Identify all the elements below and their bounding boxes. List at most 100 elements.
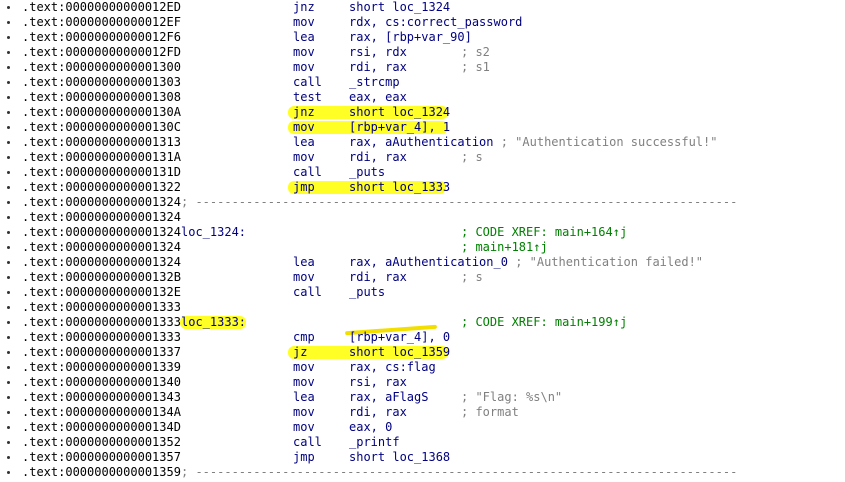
address[interactable]: .text:000000000000130A <box>22 105 181 119</box>
operand[interactable]: _strcmp <box>349 75 400 89</box>
address[interactable]: .text:00000000000012EF <box>22 15 181 29</box>
address[interactable]: .text:000000000000131D <box>22 165 181 179</box>
line-marker-icon <box>7 456 10 459</box>
operand[interactable]: rdi, rax <box>349 60 407 74</box>
label[interactable]: loc_1324: <box>181 225 247 239</box>
address[interactable]: .text:0000000000001339 <box>22 360 181 374</box>
mnemonic: mov <box>293 420 315 434</box>
address[interactable]: .text:0000000000001308 <box>22 90 181 104</box>
address[interactable]: .text:0000000000001324 <box>22 255 181 269</box>
operand[interactable]: rdx, cs:correct_password <box>349 15 523 29</box>
listing-line[interactable]: .text:0000000000001359; ----------------… <box>0 465 845 480</box>
address[interactable]: .text:0000000000001324 <box>22 225 181 239</box>
listing-line[interactable]: .text:0000000000001333 <box>0 300 845 315</box>
line-marker-icon <box>7 351 10 354</box>
mnemonic: call <box>293 435 322 449</box>
address[interactable]: .text:0000000000001324 <box>22 195 181 209</box>
operand[interactable]: short loc_1359 <box>349 345 451 359</box>
listing-line[interactable]: .text:0000000000001313 lea rax, aAuthentic… <box>0 135 845 150</box>
operand[interactable]: short loc_1324 <box>349 0 451 14</box>
address[interactable]: .text:00000000000012ED <box>22 0 181 14</box>
operand[interactable]: rax, cs:flag <box>349 360 436 374</box>
address[interactable]: .text:0000000000001333 <box>22 300 181 314</box>
operand[interactable]: rdi, rax <box>349 150 407 164</box>
address[interactable]: .text:000000000000134A <box>22 405 181 419</box>
address[interactable]: .text:0000000000001337 <box>22 345 181 359</box>
listing-line[interactable]: .text:0000000000001324 <box>0 210 845 225</box>
operand[interactable]: rax, aFlagS <box>349 390 429 404</box>
address[interactable]: .text:0000000000001343 <box>22 390 181 404</box>
address[interactable]: .text:000000000000132E <box>22 285 181 299</box>
operand[interactable]: [rbp+var_4], 0 <box>349 330 451 344</box>
address[interactable]: .text:0000000000001340 <box>22 375 181 389</box>
address[interactable]: .text:0000000000001303 <box>22 75 181 89</box>
address[interactable]: .text:0000000000001324 <box>22 210 181 224</box>
operand[interactable]: rsi, rax <box>349 375 407 389</box>
address[interactable]: .text:00000000000012F6 <box>22 30 181 44</box>
address[interactable]: .text:0000000000001313 <box>22 135 181 149</box>
operand[interactable]: short loc_1324 <box>349 105 451 119</box>
operand[interactable]: rdi, rax <box>349 270 407 284</box>
operand[interactable]: rdi, rax <box>349 405 407 419</box>
address[interactable]: .text:0000000000001322 <box>22 180 181 194</box>
operand[interactable]: _puts <box>349 165 386 179</box>
operand[interactable]: _puts <box>349 285 386 299</box>
address[interactable]: .text:000000000000130C <box>22 120 181 134</box>
operand[interactable]: _printf <box>349 435 400 449</box>
address[interactable]: .text:0000000000001333 <box>22 330 181 344</box>
operand[interactable]: [rbp+var_4], 1 <box>349 120 451 134</box>
listing-line[interactable]: .text:000000000000134D mov eax, 0 <box>0 420 845 435</box>
highlight-mark <box>288 121 448 134</box>
operand[interactable]: rsi, rdx <box>349 45 407 59</box>
string-comment: ; "Authentication failed!" <box>515 255 704 269</box>
operand[interactable]: eax, eax <box>349 90 407 104</box>
address[interactable]: .text:000000000000134D <box>22 420 181 434</box>
address[interactable]: .text:0000000000001333 <box>22 315 181 329</box>
comment: ; s <box>461 270 483 284</box>
operand[interactable]: short loc_1333 <box>349 180 451 194</box>
operand[interactable]: rax, [rbp+var_90] <box>349 30 472 44</box>
mnemonic: mov <box>293 45 315 59</box>
listing-line[interactable]: .text:0000000000001324; main+181↑j <box>0 240 845 255</box>
operand[interactable]: rax, aAuthentication ; "Authentication s… <box>349 135 718 149</box>
listing-line[interactable]: .text:0000000000001324; ----------------… <box>0 195 845 210</box>
listing-line[interactable]: .text:0000000000001352 call _printf <box>0 435 845 450</box>
address[interactable]: .text:0000000000001357 <box>22 450 181 464</box>
address[interactable]: .text:0000000000001359 <box>22 465 181 479</box>
mnemonic: lea <box>293 135 315 149</box>
address[interactable]: .text:0000000000001300 <box>22 60 181 74</box>
operand[interactable]: short loc_1368 <box>349 450 451 464</box>
address[interactable]: .text:000000000000132B <box>22 270 181 284</box>
address[interactable]: .text:00000000000012FD <box>22 45 181 59</box>
address[interactable]: .text:0000000000001352 <box>22 435 181 449</box>
label[interactable]: loc_1333: <box>181 315 247 329</box>
operand[interactable]: eax, 0 <box>349 420 393 434</box>
operand[interactable]: rax, aAuthentication_0 ; "Authentication… <box>349 255 704 269</box>
address[interactable]: .text:000000000000131A <box>22 150 181 164</box>
address[interactable]: .text:0000000000001324 <box>22 240 181 254</box>
